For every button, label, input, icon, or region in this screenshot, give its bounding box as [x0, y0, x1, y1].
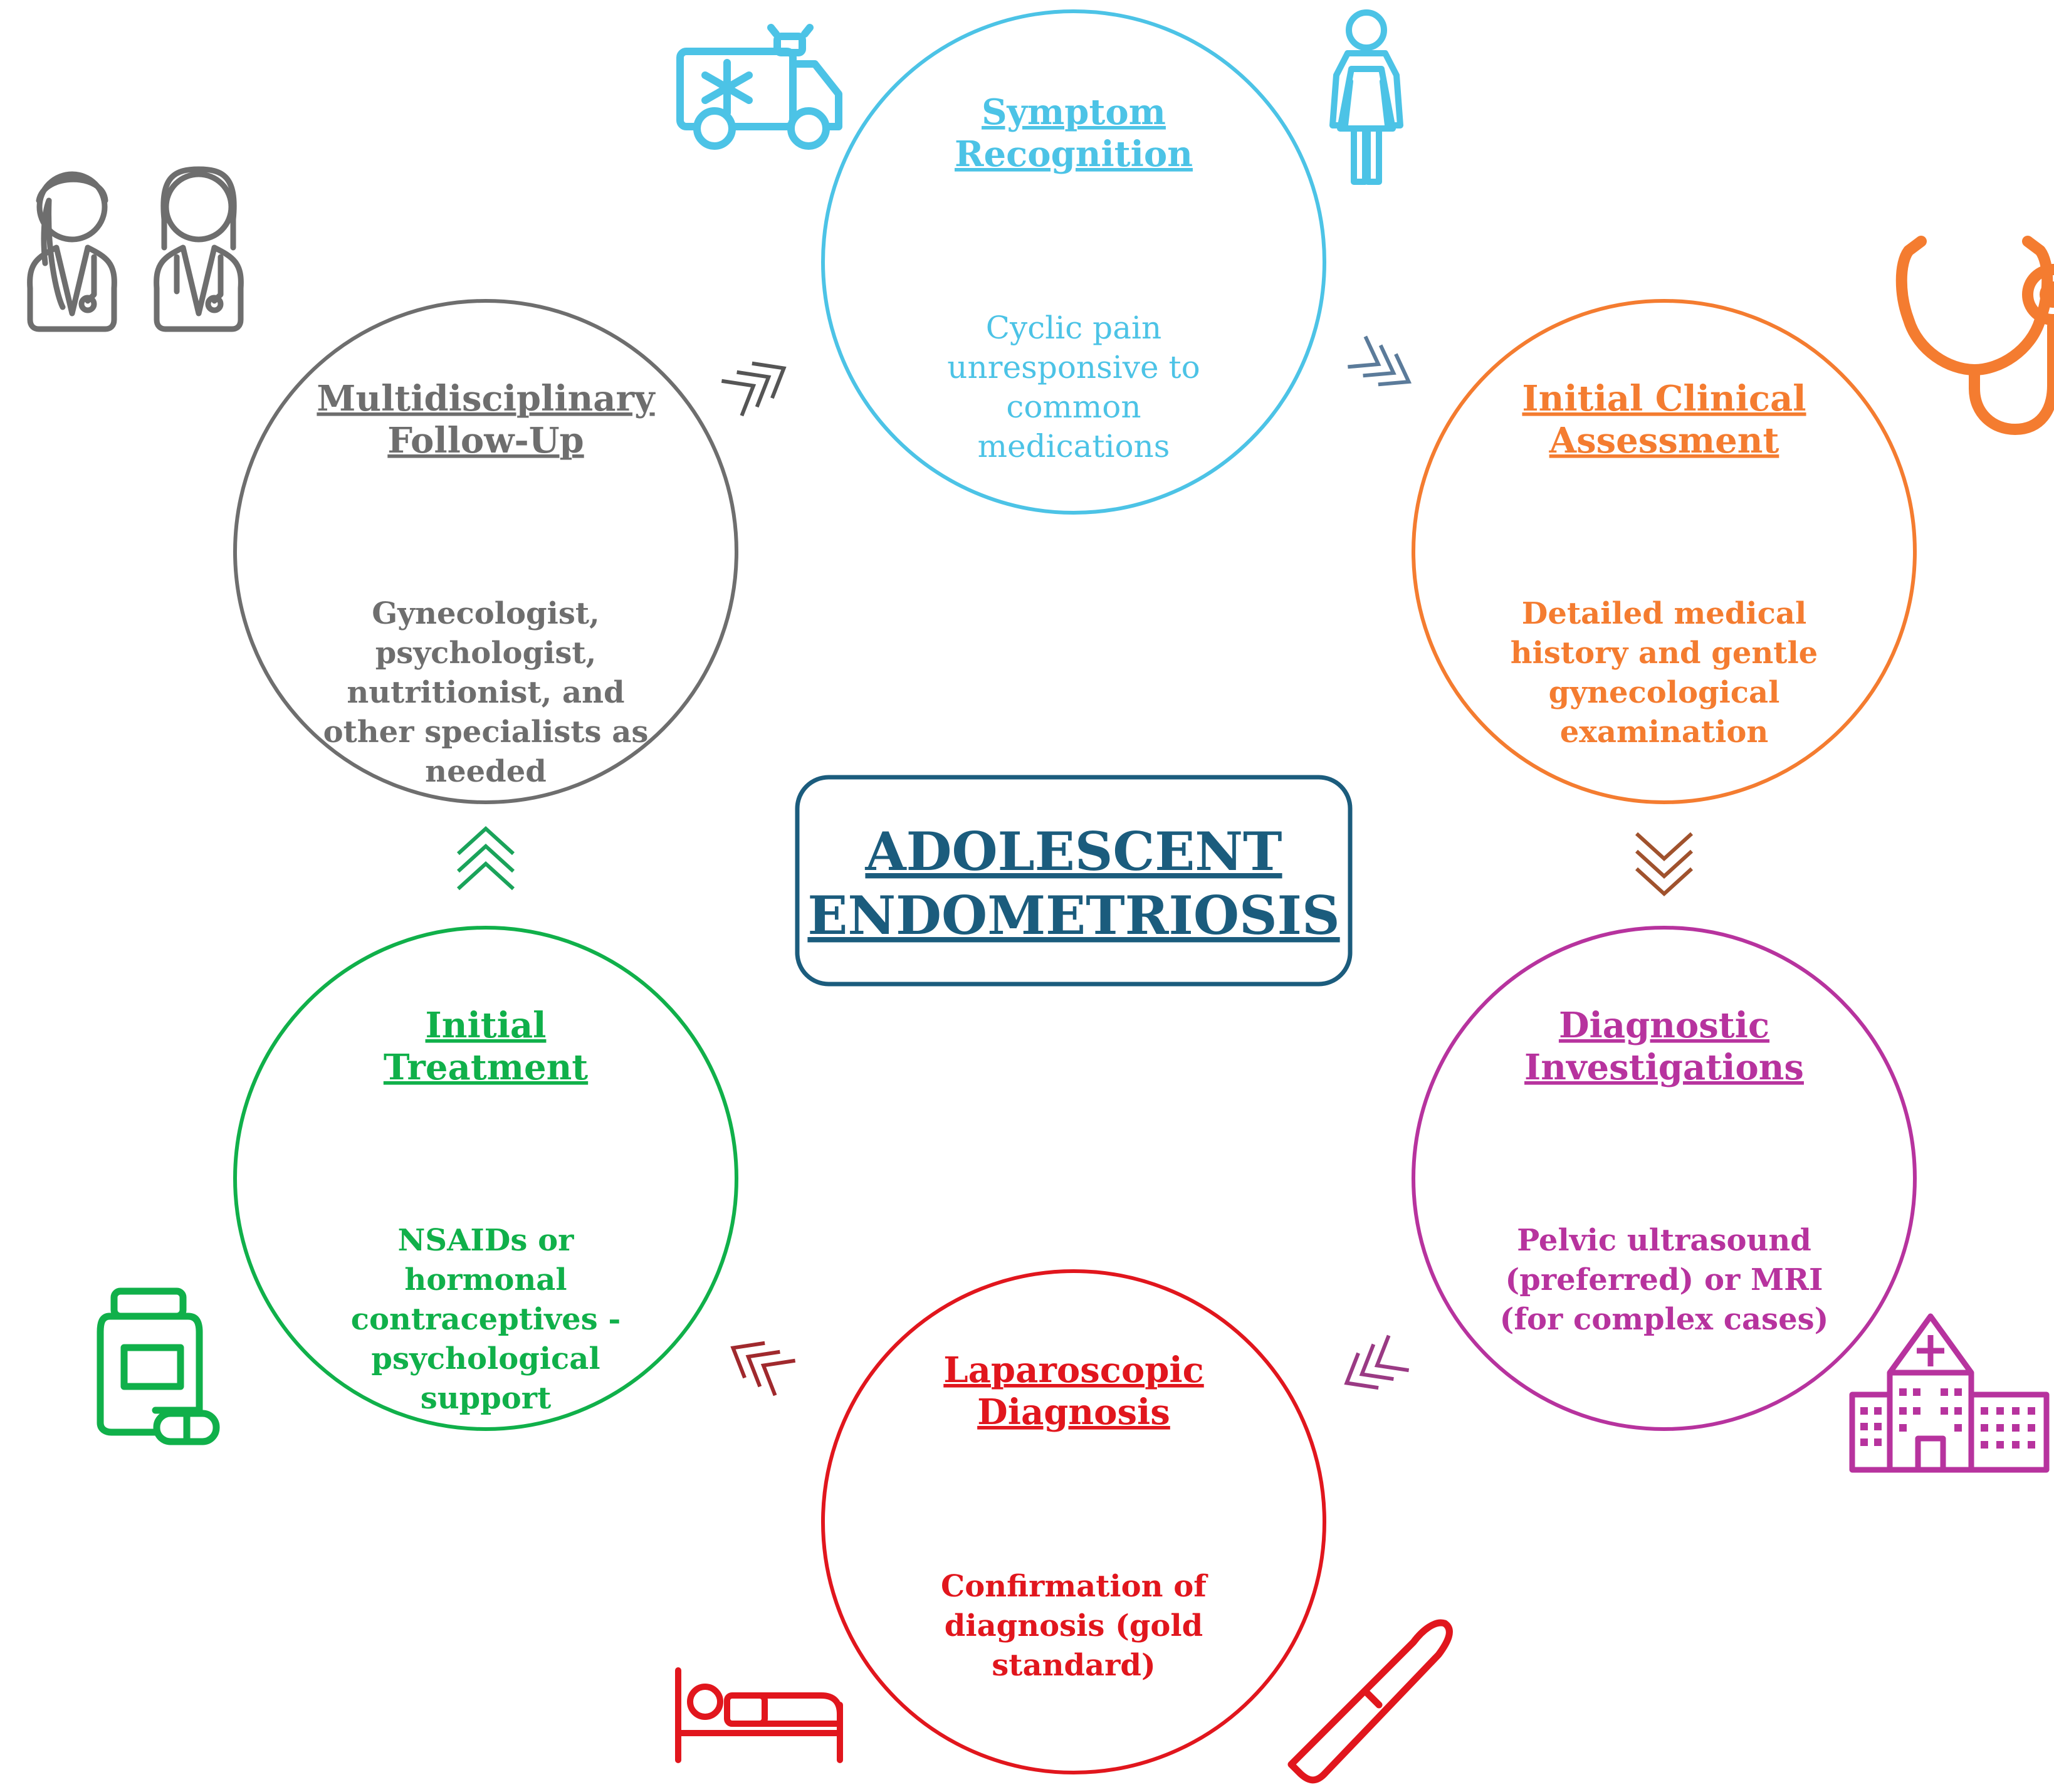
step-description-line: standard): [992, 1648, 1155, 1683]
connector-arrow-6-to-1: [721, 361, 787, 417]
step-description-line: Cyclic pain: [986, 310, 1161, 346]
step-description-line: Detailed medical: [1522, 596, 1806, 631]
woman-icon: [1329, 9, 1403, 185]
step-description-line: support: [421, 1381, 552, 1416]
step-circle: [1412, 926, 1917, 1431]
step-title-line: Initial: [426, 1005, 547, 1046]
step-circle: [233, 926, 738, 1431]
connector-arrow-1-to-2: [1348, 335, 1412, 387]
step-description-line: (preferred) or MRI: [1506, 1262, 1823, 1297]
step-initial-treatment: Initial Treatment NSAIDs or hormonal con…: [233, 926, 738, 1431]
step-title-line: Follow-Up: [387, 420, 584, 461]
connector-arrow-2-to-3: [1635, 832, 1694, 897]
center-box-frame: [795, 775, 1353, 987]
surgical-knife-icon: [1287, 1619, 1453, 1784]
step-description-line: NSAIDs or: [398, 1223, 575, 1258]
stethoscope-icon: [1895, 236, 2054, 435]
step-multidisciplinary-follow-up: Multidisciplinary Follow-Up Gynecologist…: [233, 299, 738, 804]
step-description-line: Confirmation of: [941, 1569, 1208, 1604]
step-description-line: Pelvic ultrasound: [1517, 1223, 1811, 1258]
step-circle: [821, 1269, 1326, 1774]
step-description-line: hormonal: [404, 1262, 567, 1297]
step-description-line: psychological: [371, 1341, 600, 1376]
step-description-line: (for complex cases): [1500, 1302, 1829, 1337]
step-circle: [821, 9, 1326, 515]
step-description-line: common: [1006, 389, 1141, 425]
center-title-line1: ADOLESCENT: [864, 820, 1282, 883]
step-initial-clinical-assessment: Initial Clinical Assessment Detailed med…: [1412, 299, 1917, 804]
step-title-line: Multidisciplinary: [317, 378, 656, 419]
connector-arrow-4-to-5: [730, 1341, 796, 1396]
step-symptom-recognition: Symptom Recognition Cyclic pain unrespon…: [821, 9, 1326, 515]
step-description-line: psychologist,: [375, 636, 597, 671]
step-laparoscopic-diagnosis: Laparoscopic Diagnosis Confirmation of d…: [821, 1269, 1326, 1774]
step-title-line: Treatment: [384, 1047, 588, 1088]
step-title-line: Assessment: [1549, 420, 1779, 461]
step-diagnostic-investigations: Diagnostic Investigations Pelvic ultraso…: [1412, 926, 1917, 1431]
step-title-line: Symptom: [982, 92, 1166, 133]
connector-arrow-5-to-6: [456, 825, 515, 891]
step-description-line: medications: [978, 428, 1170, 464]
connector-arrow-3-to-4: [1344, 1334, 1410, 1390]
step-title-line: Recognition: [955, 134, 1193, 175]
step-title-line: Laparoscopic: [943, 1349, 1203, 1391]
step-description-line: history and gentle: [1511, 636, 1818, 671]
step-circle: [233, 299, 738, 804]
center-title-line2: ENDOMETRIOSIS: [807, 884, 1339, 946]
center-box: ADOLESCENT ENDOMETRIOSIS: [795, 775, 1353, 987]
doctors-icon: [27, 166, 244, 332]
hospital-bed-icon: [675, 1667, 843, 1763]
step-description-line: diagnosis (gold: [945, 1608, 1203, 1643]
ambulance-icon: [676, 24, 842, 150]
step-title-line: Diagnosis: [977, 1391, 1170, 1433]
step-description-line: examination: [1560, 715, 1769, 750]
step-description-line: nutritionist, and: [347, 675, 624, 710]
step-description-line: other specialists as: [323, 715, 649, 750]
pill-bottle-icon: [97, 1287, 220, 1445]
step-circle: [1412, 299, 1917, 804]
step-title-line: Investigations: [1524, 1047, 1804, 1088]
hospital-icon: [1849, 1313, 2050, 1473]
step-title-line: Initial Clinical: [1522, 378, 1806, 419]
step-description-line: Gynecologist,: [372, 596, 600, 631]
step-description-line: unresponsive to: [947, 349, 1200, 385]
step-description-line: gynecological: [1549, 675, 1780, 710]
step-description-line: needed: [425, 754, 547, 789]
step-title-line: Diagnostic: [1559, 1005, 1769, 1046]
step-description-line: contraceptives -: [351, 1302, 621, 1337]
